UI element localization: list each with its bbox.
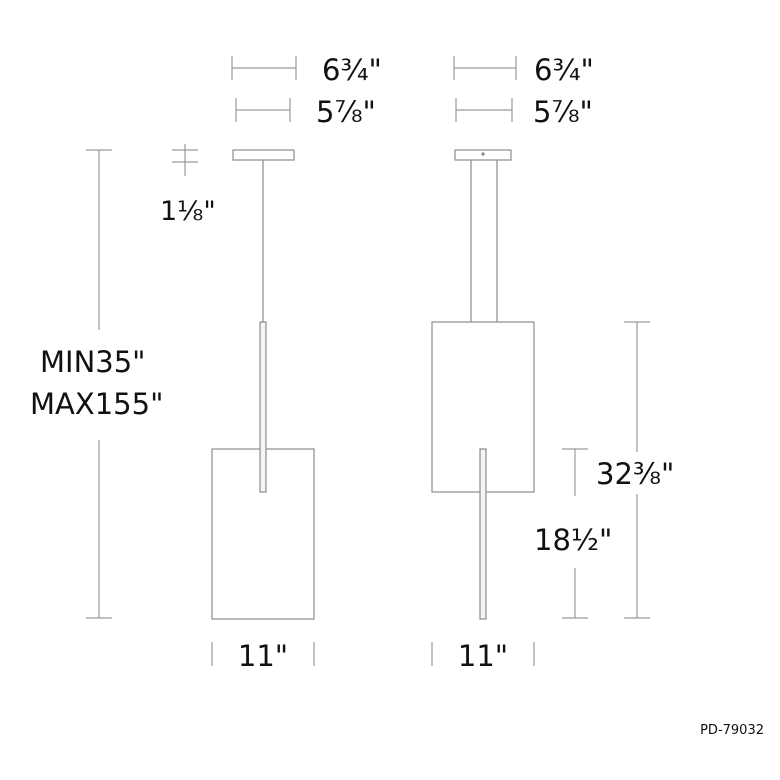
shade-width-label-right: 11" [458, 639, 508, 673]
canopy-height-dimension [172, 144, 198, 176]
rod-height-dimension [562, 448, 588, 619]
overall-height-max-label: MAX155" [30, 387, 163, 421]
canopy-screw [481, 152, 485, 156]
pendant-side-view [211, 149, 315, 620]
overall-height-dimension [86, 149, 112, 619]
canopy-plate-width-label-right: 5⅞" [533, 95, 593, 129]
canopy-plate-width-dimension-left [235, 98, 291, 122]
canopy-overall-width-label-right: 6¾" [534, 53, 594, 87]
canopy-overall-width-dimension-right [453, 56, 517, 80]
canopy-overall-width-dimension-left [231, 56, 297, 80]
rod-height-label: 18½" [534, 523, 612, 557]
fixture-height-dimension [624, 321, 650, 619]
overall-height-min-label: MIN35" [40, 345, 146, 379]
canopy-left [232, 149, 295, 161]
canopy-height-label: 1⅛" [160, 196, 216, 227]
canopy-plate-width-dimension-right [455, 98, 513, 122]
light-rod-right [479, 448, 487, 620]
shade-width-dimension-right [431, 642, 535, 666]
shade-width-label-left: 11" [238, 639, 288, 673]
shade-width-dimension-left [211, 642, 315, 666]
light-rod-left [259, 321, 267, 493]
pendant-front-view [431, 149, 535, 620]
fixture-height-label: 32⅜" [596, 457, 674, 491]
model-number: PD-79032 [700, 723, 764, 738]
canopy-plate-width-label-left: 5⅞" [316, 95, 376, 129]
canopy-overall-width-label-left: 6¾" [322, 53, 382, 87]
